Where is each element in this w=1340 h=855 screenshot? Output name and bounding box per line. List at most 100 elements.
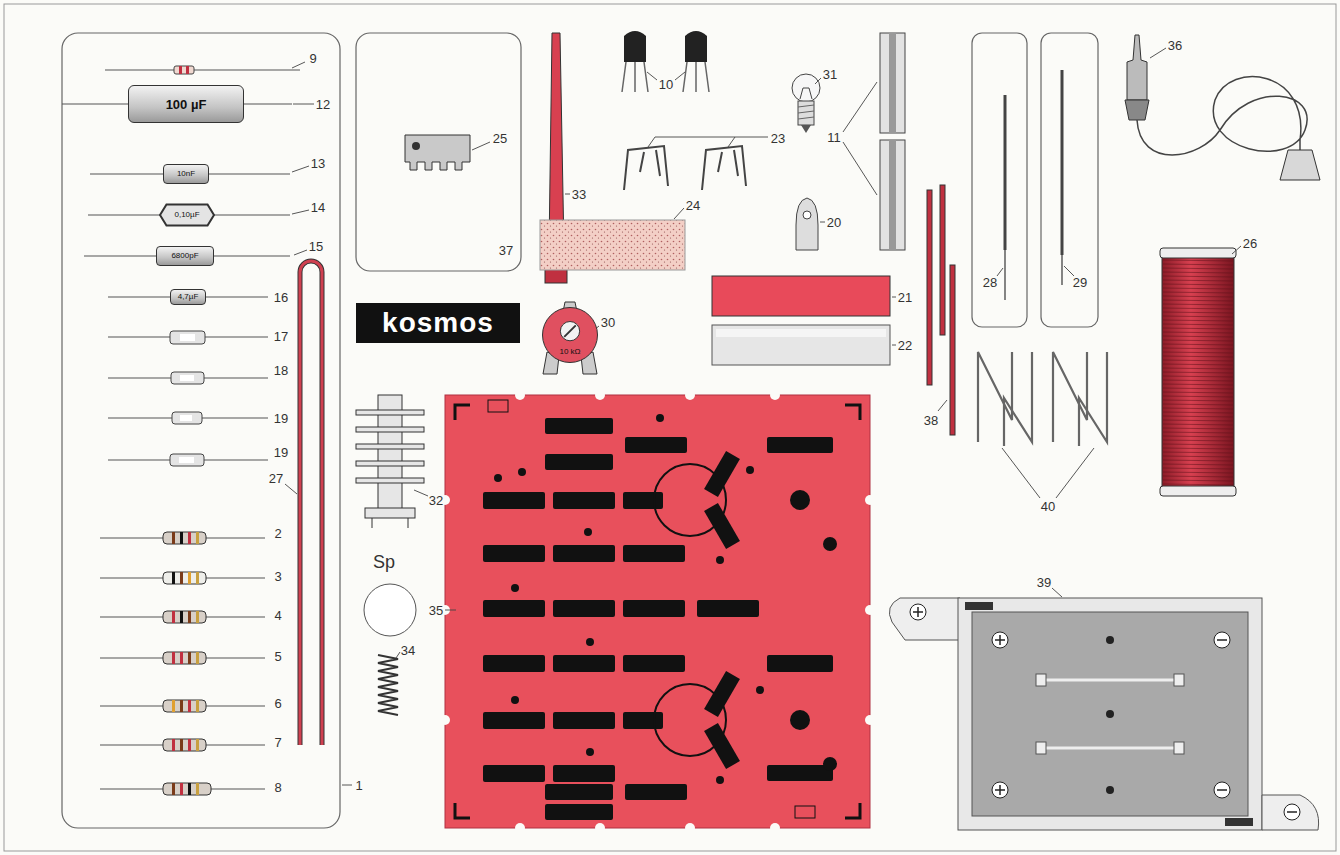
battery-holder [1106,710,1114,718]
circuit-board [440,390,875,833]
speaker-disc [364,584,416,636]
callout-number: 26 [1243,237,1257,250]
coil [1162,256,1234,488]
circuit-board [545,418,613,434]
callout-number: 19 [274,412,288,425]
page-frame [4,4,1336,851]
bulb [792,74,820,133]
circuit-board [440,715,450,725]
circuit-board [845,803,860,818]
battery-holder [1214,632,1230,648]
leader-line [294,250,307,255]
leader-line [655,137,768,138]
battery-holder [958,598,1262,830]
contact-bar [880,140,905,250]
battery-holder [889,598,960,640]
part-tray [972,33,1027,327]
circuit-board [483,765,545,782]
resistor-symbol [186,66,189,74]
circuit-board [716,776,724,784]
circuit-board [770,390,780,400]
callout-number: 19 [274,446,288,459]
callout-number: 16 [274,291,288,304]
part-value: 4,7µF [178,293,199,301]
coil [1163,412,1233,413]
callout-number: 32 [429,494,443,507]
small-capacitor [180,415,192,421]
callout-number: 9 [309,52,316,65]
circuit-board [716,556,724,564]
resistor-symbol [188,700,191,712]
circuit-board [584,528,592,536]
resistor-symbol [188,739,191,751]
solder-lug [796,198,818,250]
battery-holder [1225,818,1253,826]
circuit-board [845,405,860,420]
small-capacitor [172,412,202,424]
coil [1163,264,1233,265]
coil-former [372,518,408,528]
circuit-board [704,671,740,717]
battery-holder [917,607,919,617]
callout-number: 3 [274,570,281,583]
coil [1163,400,1233,401]
battery-holder [999,635,1001,645]
leader-line [414,490,428,496]
electrolytic-capacitor: 100 µF [128,85,244,123]
circuit-board [445,395,870,828]
leader-line [292,166,309,172]
resistor-symbol [100,532,265,795]
callout-number: 40 [1041,500,1055,513]
resistor-symbol [163,652,206,664]
circuit-board [586,748,594,756]
leader-line [728,137,735,147]
small-capacitor [170,331,205,344]
coil [1163,340,1233,341]
coil [1163,300,1233,301]
resistor-symbol [163,700,206,712]
coil [1163,472,1233,473]
circuit-board [767,655,833,672]
callout-number: 21 [898,291,912,304]
small-capacitor [171,372,204,384]
leader-line [674,208,684,219]
circuit-board [586,638,594,646]
resistor-symbol [180,572,183,584]
circuit-board [865,605,875,615]
leader-line [938,400,947,411]
coil [1163,344,1233,345]
coil [1163,456,1233,457]
leader-line [997,268,1003,276]
callout-number: 18 [274,364,288,377]
leader-line [565,194,570,195]
callout-number: 29 [1073,276,1087,289]
coil [1163,484,1233,485]
coil [1163,288,1233,289]
resistor-symbol [188,783,191,795]
capacitor-body: 4,7µF [170,289,206,305]
coil [1163,292,1233,293]
leader-line [892,345,896,346]
resistor-symbol [180,611,183,623]
wire [1004,250,1005,300]
coil [1163,436,1233,437]
connecting-rod [927,185,955,435]
battery-holder [972,612,1248,816]
leader-line [1064,266,1074,276]
callout-number: 22 [898,339,912,352]
battery-holder [1287,811,1297,813]
callout-number: 2 [274,527,281,540]
coil [1163,312,1233,313]
circuit-board [553,492,615,509]
circuit-board [488,400,508,412]
coil [1163,336,1233,337]
coil-former [356,478,424,483]
callout-number: 11 [827,131,841,144]
spring-clip [624,146,668,190]
circuit-board [704,723,740,769]
contact-bar [880,33,905,133]
circuit-board [545,804,613,820]
leader-line [293,104,314,105]
coil [1163,352,1233,353]
